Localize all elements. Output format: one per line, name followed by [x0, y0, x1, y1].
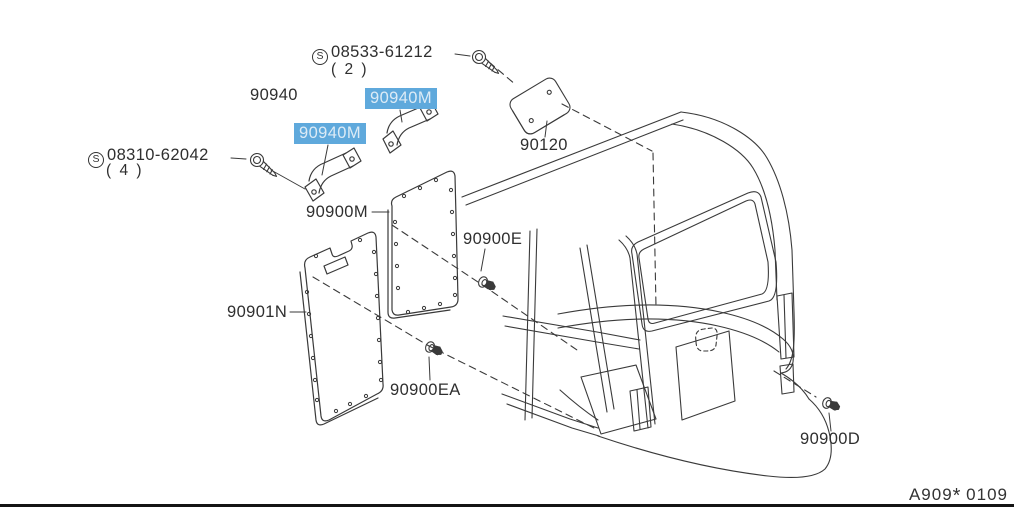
plate-90120-art — [509, 77, 571, 135]
asterisk-symbol: * — [952, 485, 961, 507]
panel-90900m-art — [387, 170, 459, 319]
part-label-90900m[interactable]: 90900M — [306, 203, 369, 221]
part-qty-08310: ( 4 ) — [106, 162, 144, 179]
panel-clip-marks — [304, 237, 384, 414]
screw-icon-top — [471, 49, 500, 74]
part-label-90900ea[interactable]: 90900EA — [390, 381, 461, 399]
part-label-90120[interactable]: 90120 — [520, 136, 568, 154]
sheet-code-prefix: A909 — [908, 485, 953, 504]
part-label-90940m-left[interactable]: 90940M — [294, 123, 367, 144]
part-qty-08533: ( 2 ) — [331, 61, 369, 78]
part-number: 08310-62042 — [107, 146, 209, 164]
part-label-90940[interactable]: 90940 — [250, 86, 298, 104]
part-number: 08533-61212 — [331, 43, 433, 61]
clip-icon-90900d — [822, 397, 841, 411]
screw-icon-left — [249, 152, 278, 177]
clip-icon-90900ea — [425, 341, 443, 356]
s-symbol-icon: S — [312, 48, 328, 65]
part-label-90940m-right[interactable]: 90940M — [365, 88, 438, 109]
part-label-90900e[interactable]: 90900E — [463, 230, 523, 248]
panel-clip-marks — [392, 177, 458, 315]
part-label-90900d[interactable]: 90900D — [800, 430, 861, 448]
sheet-code: A909* 0109 — [858, 485, 1008, 508]
leader-lines — [230, 53, 832, 432]
bottom-rule — [0, 504, 1014, 507]
panel-90901n-art — [299, 231, 384, 426]
grip-handle-left-art — [304, 147, 362, 202]
sheet-code-suffix: 0109 — [960, 485, 1008, 504]
van-body-art — [461, 111, 832, 478]
s-symbol-icon: S — [88, 151, 104, 168]
clip-icon-90900e — [478, 276, 496, 291]
part-label-90901n[interactable]: 90901N — [227, 303, 288, 321]
